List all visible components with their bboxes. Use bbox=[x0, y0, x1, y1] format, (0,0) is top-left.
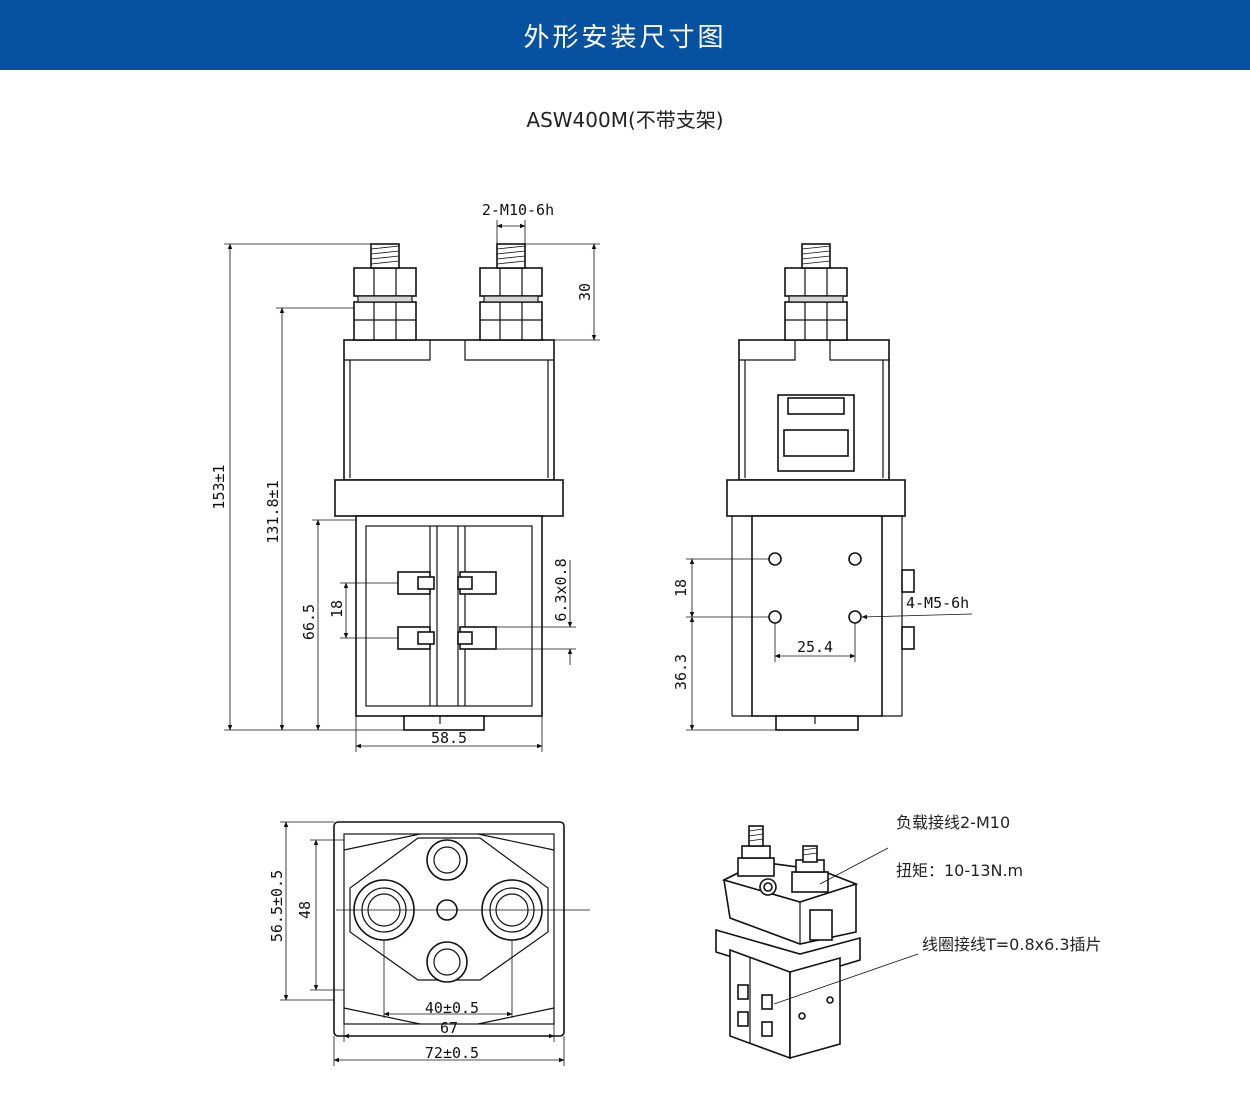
dim-hole-spacing-v: 18 bbox=[672, 579, 690, 597]
front-flange bbox=[334, 479, 564, 517]
dim-inner-width: 67 bbox=[440, 1019, 458, 1037]
front-coil-body bbox=[355, 515, 543, 717]
top-view: 56.5±0.5 48 40±0.5 67 72±0.5 bbox=[268, 821, 590, 1066]
dim-outer-height: 56.5±0.5 bbox=[268, 870, 286, 942]
side-flange bbox=[726, 479, 906, 517]
dim-height-body: 131.8±1 bbox=[264, 480, 282, 543]
iso-terminal-left bbox=[737, 825, 775, 877]
mount-hole-4 bbox=[848, 610, 862, 624]
front-terminal-left bbox=[353, 243, 417, 341]
front-view: 2-M10-6h 30 153±1 131.8±1 66.5 18 6.3x0.… bbox=[210, 201, 600, 752]
front-coil-tab-lower bbox=[397, 626, 497, 650]
note-load-wiring: 负载接线2-M10 bbox=[896, 813, 1010, 832]
mount-hole-3 bbox=[768, 610, 782, 624]
dim-terminal-height: 30 bbox=[576, 283, 594, 301]
dim-height-total: 153±1 bbox=[210, 464, 228, 509]
hole-label: 4-M5-6h bbox=[906, 594, 969, 612]
mount-hole-2 bbox=[848, 552, 862, 566]
note-coil-wiring: 线圈接线T=0.8x6.3插片 bbox=[922, 935, 1102, 954]
side-view: 18 36.3 25.4 4-M5-6h bbox=[672, 243, 973, 731]
dim-outer-width: 72±0.5 bbox=[425, 1044, 479, 1062]
dim-inner-height: 48 bbox=[296, 901, 314, 919]
front-upper-housing bbox=[343, 339, 555, 481]
dim-terminal-spacing: 40±0.5 bbox=[425, 999, 479, 1017]
page-title: 外形安装尺寸图 bbox=[523, 22, 727, 53]
front-coil-tab-upper bbox=[397, 571, 497, 595]
mount-hole-1 bbox=[768, 552, 782, 566]
dim-hole-base: 36.3 bbox=[672, 654, 690, 690]
front-terminal-right bbox=[479, 243, 543, 341]
dim-tab-size: 6.3x0.8 bbox=[552, 558, 570, 621]
iso-view: 负载接线2-M10 扭矩：10-13N.m 线圈接线T=0.8x6.3插片 bbox=[715, 813, 1102, 1060]
dim-coil-height: 66.5 bbox=[300, 604, 318, 640]
dim-hole-spacing-h: 25.4 bbox=[797, 638, 833, 656]
side-terminal bbox=[784, 243, 848, 341]
note-torque: 扭矩：10-13N.m bbox=[896, 861, 1023, 880]
iso-terminal-right bbox=[791, 845, 829, 893]
model-title: ASW400M(不带支架) bbox=[526, 108, 724, 132]
dim-width: 58.5 bbox=[431, 729, 467, 747]
thread-label: 2-M10-6h bbox=[482, 201, 554, 219]
header-banner: 外形安装尺寸图 bbox=[0, 0, 1250, 70]
dim-tab-spacing: 18 bbox=[328, 600, 346, 618]
